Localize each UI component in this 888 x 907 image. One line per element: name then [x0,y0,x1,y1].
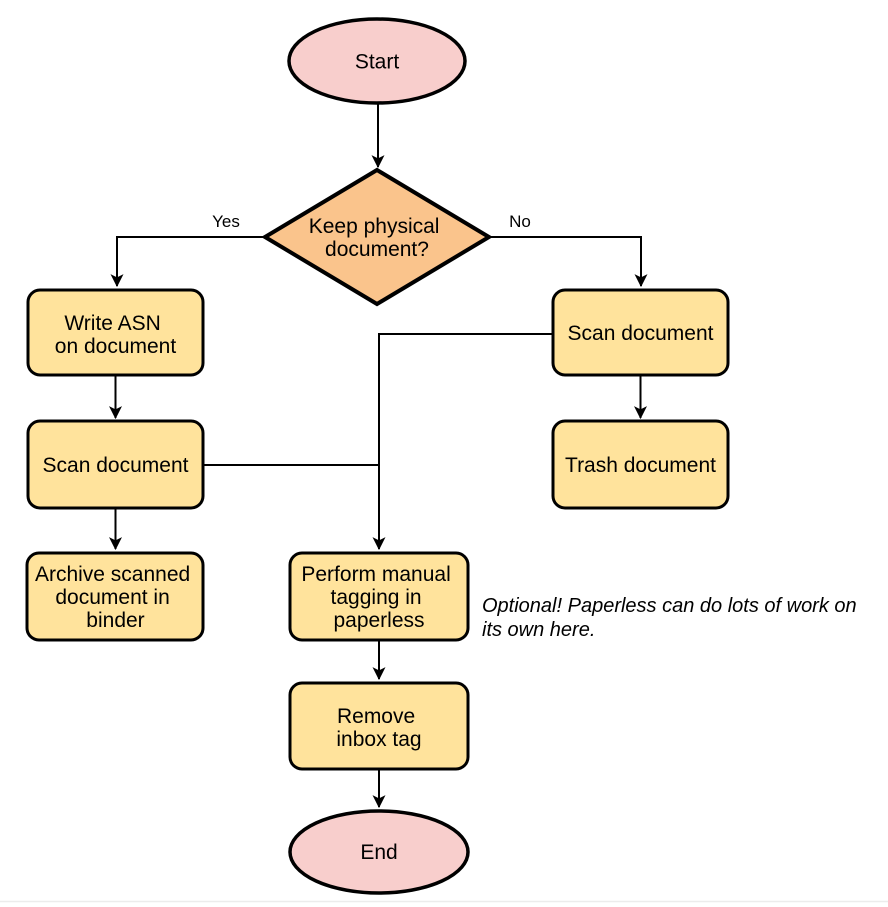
scan-right-label: Scan document [568,322,714,345]
edge-decision-no-to-scan-right [489,236,648,288]
optional-note: Optional! Paperless can do lots of work … [482,595,862,641]
node-scan-left: Scan document [26,419,205,510]
trash-label: Trash document [565,454,716,477]
write-asn-label: Write ASN on document [55,312,177,358]
edge-label-no: No [509,212,531,231]
trash-rect [551,419,730,510]
edge-decision-yes-to-write-asn [110,236,265,288]
scan-left-rect [26,419,205,510]
node-decision: Keep physical document? [261,167,493,307]
remove-inbox-label: Remove inbox tag [336,705,421,751]
node-scan-right: Scan document [551,288,730,377]
end-ellipse [288,809,470,895]
start-ellipse [287,17,467,105]
node-end: End [288,809,470,895]
node-trash: Trash document [551,419,730,510]
scan-right-rect [551,288,730,377]
write-asn-rect [26,288,205,377]
end-label: End [360,841,397,864]
start-label: Start [355,51,400,74]
node-write-asn: Write ASN on document [26,288,205,377]
edge-scan-right-to-perform-tagging [372,333,553,551]
archive-label: Archive scanned document in binder [35,563,196,632]
decision-label: Keep physical document? [309,215,446,261]
perform-tagging-rect [288,551,470,642]
node-remove-inbox: Remove inbox tag [288,681,470,771]
perform-tagging-label: Perform manual tagging in paperless [301,563,456,632]
node-archive: Archive scanned document in binder [25,551,205,642]
node-perform-tagging: Perform manual tagging in paperless [288,551,470,642]
remove-inbox-rect [288,681,470,771]
node-start: Start [287,17,467,105]
scan-left-label: Scan document [43,454,189,477]
edge-label-yes: Yes [212,212,240,231]
decision-diamond [261,167,493,307]
archive-rect [25,551,205,642]
